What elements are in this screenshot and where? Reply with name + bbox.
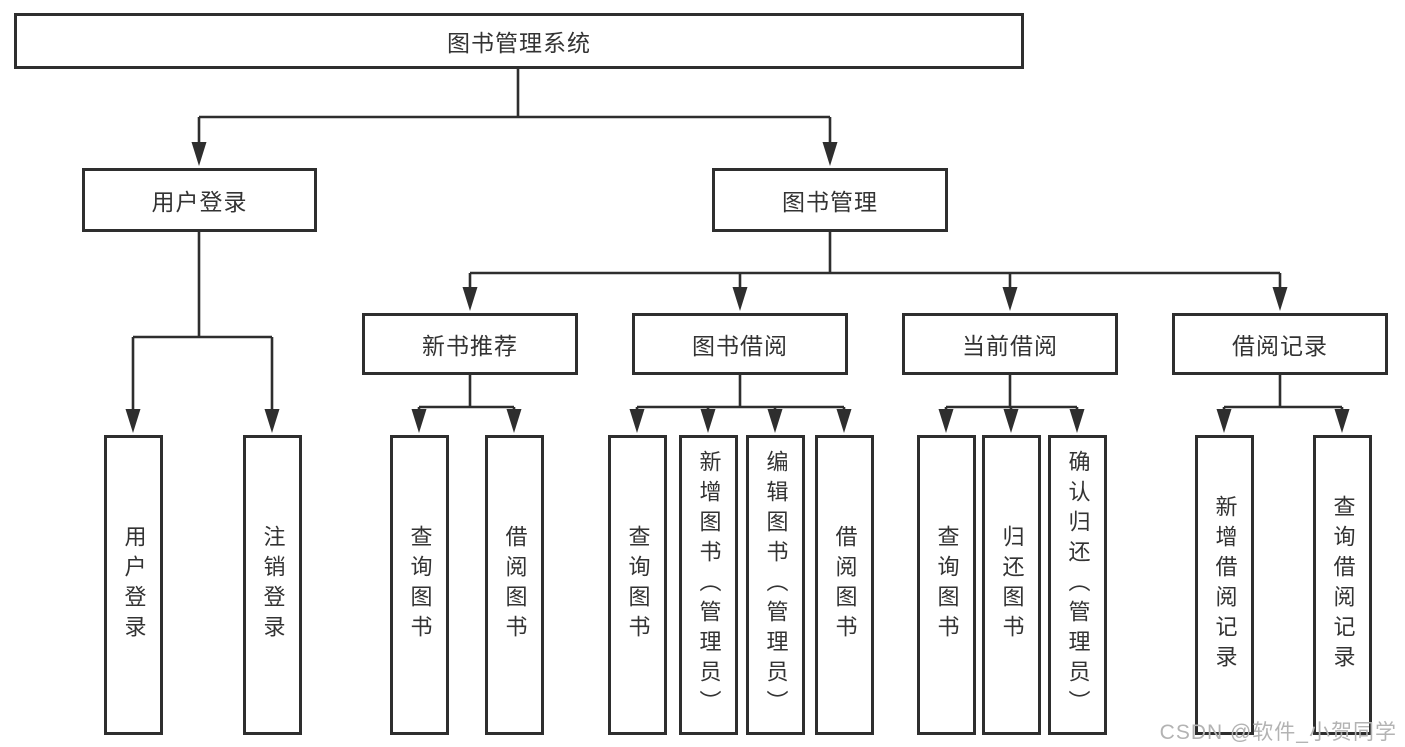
- arrowhead-icon: [767, 409, 783, 433]
- leaf-cb-confirm-return-label: 确认归还（管理员）: [1065, 450, 1091, 720]
- node-root-label: 图书管理系统: [447, 30, 591, 56]
- node-borrow-record-label: 借阅记录: [1232, 333, 1328, 359]
- leaf-user-login: 用户登录: [104, 435, 163, 735]
- leaf-bb-query-book-label: 查询图书: [625, 525, 651, 645]
- connector-book-mgmt-to-level3: [468, 230, 1282, 298]
- leaf-br-add-record: 新增借阅记录: [1195, 435, 1254, 735]
- leaf-logout: 注销登录: [243, 435, 302, 735]
- leaf-rec-borrow-book: 借阅图书: [485, 435, 544, 735]
- node-user-login-label: 用户登录: [151, 189, 248, 215]
- leaf-cb-return-book-label: 归还图书: [999, 525, 1025, 645]
- connector-new-book-rec-to-leaves: [417, 373, 516, 420]
- node-current-borrow: 当前借阅: [902, 313, 1118, 375]
- node-new-book-rec-label: 新书推荐: [422, 333, 518, 359]
- node-book-borrow-label: 图书借阅: [692, 333, 788, 359]
- node-book-borrow: 图书借阅: [632, 313, 848, 375]
- node-current-borrow-label: 当前借阅: [962, 333, 1058, 359]
- leaf-bb-edit-book: 编辑图书（管理员）: [746, 435, 805, 735]
- leaf-cb-confirm-return: 确认归还（管理员）: [1048, 435, 1107, 735]
- node-new-book-rec: 新书推荐: [362, 313, 578, 375]
- arrowhead-icon: [836, 409, 852, 433]
- leaf-cb-query-book-label: 查询图书: [934, 525, 960, 645]
- node-user-login: 用户登录: [82, 168, 317, 232]
- arrowhead-icon: [1334, 409, 1350, 433]
- node-borrow-record: 借阅记录: [1172, 313, 1388, 375]
- arrowhead-icon: [462, 287, 478, 311]
- leaf-bb-add-book: 新增图书（管理员）: [679, 435, 738, 735]
- arrowhead-icon: [1003, 409, 1019, 433]
- connector-book-borrow-to-leaves: [635, 373, 846, 420]
- arrowhead-icon: [411, 409, 427, 433]
- leaf-bb-add-book-label: 新增图书（管理员）: [696, 450, 722, 720]
- leaf-bb-borrow-book: 借阅图书: [815, 435, 874, 735]
- arrowhead-icon: [938, 409, 954, 433]
- leaf-cb-return-book: 归还图书: [982, 435, 1041, 735]
- node-book-mgmt: 图书管理: [712, 168, 948, 232]
- leaf-bb-query-book: 查询图书: [608, 435, 667, 735]
- leaf-br-query-record-label: 查询借阅记录: [1330, 495, 1356, 675]
- arrowheads: [125, 142, 1350, 433]
- node-book-mgmt-label: 图书管理: [782, 189, 878, 215]
- connector-borrow-record-to-leaves: [1222, 373, 1344, 420]
- leaf-rec-query-book: 查询图书: [390, 435, 449, 735]
- arrowhead-icon: [506, 409, 522, 433]
- arrowhead-icon: [822, 142, 838, 166]
- leaf-rec-borrow-book-label: 借阅图书: [502, 525, 528, 645]
- leaf-br-add-record-label: 新增借阅记录: [1212, 495, 1238, 675]
- leaf-cb-query-book: 查询图书: [917, 435, 976, 735]
- arrowhead-icon: [1069, 409, 1085, 433]
- watermark: CSDN @软件_小贺同学: [1159, 721, 1397, 744]
- arrowhead-icon: [125, 409, 141, 433]
- connector-user-login-to-leaves: [131, 230, 274, 420]
- leaf-user-login-label: 用户登录: [121, 525, 147, 645]
- arrowhead-icon: [629, 409, 645, 433]
- arrowhead-icon: [191, 142, 207, 166]
- arrowhead-icon: [1216, 409, 1232, 433]
- connector-root-to-level2: [197, 66, 832, 152]
- leaf-bb-borrow-book-label: 借阅图书: [832, 525, 858, 645]
- node-root: 图书管理系统: [14, 13, 1024, 69]
- arrowhead-icon: [732, 287, 748, 311]
- arrowhead-icon: [700, 409, 716, 433]
- leaf-br-query-record: 查询借阅记录: [1313, 435, 1372, 735]
- arrowhead-icon: [1272, 287, 1288, 311]
- leaf-logout-label: 注销登录: [260, 525, 286, 645]
- arrowhead-icon: [1002, 287, 1018, 311]
- leaf-rec-query-book-label: 查询图书: [407, 525, 433, 645]
- arrowhead-icon: [264, 409, 280, 433]
- leaf-bb-edit-book-label: 编辑图书（管理员）: [763, 450, 789, 720]
